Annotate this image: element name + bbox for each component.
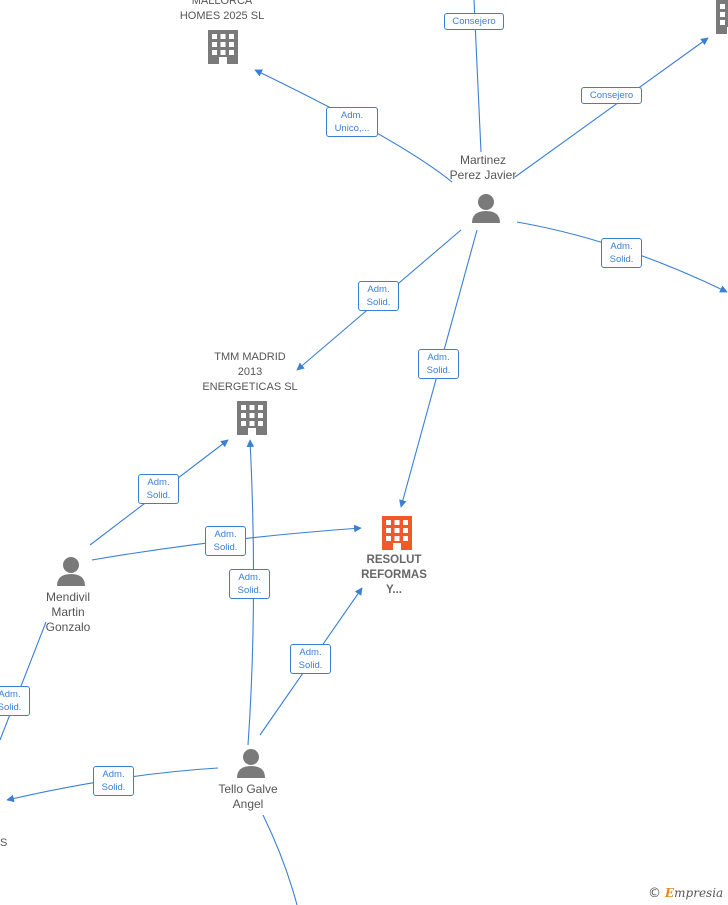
edge-martinez-top-right [514, 37, 709, 178]
edge-label-adm-solid-martinez-tmm[interactable]: Adm. Solid. [358, 281, 399, 311]
building-icon[interactable] [382, 516, 412, 550]
edge-mendivil-left [0, 621, 47, 741]
edge-label-adm-solid-tello-resolut[interactable]: Adm. Solid. [290, 644, 331, 674]
edge-tello-bottom [262, 814, 298, 905]
person-icon[interactable] [472, 194, 500, 223]
empresia-logo-text: mpresia [674, 886, 724, 900]
building-icon[interactable] [716, 0, 728, 34]
building-icon[interactable] [208, 30, 238, 64]
node-tello-label[interactable]: Tello Galve Angel [218, 782, 278, 811]
edge-label-consejero-right[interactable]: Consejero [581, 87, 642, 104]
copyright-icon: © [648, 885, 661, 901]
person-icon[interactable] [237, 749, 265, 778]
node-tmm-label[interactable]: TMM MADRID 2013 ENERGETICAS SL [202, 351, 298, 393]
node-partial-left-label[interactable]: S [0, 837, 8, 849]
node-mallorca-label[interactable]: MALLORCA HOMES 2025 SL [179, 0, 265, 22]
edge-label-adm-solid-tello-tmm[interactable]: Adm. Solid. [229, 569, 270, 599]
person-icon[interactable] [57, 557, 85, 586]
empresia-watermark: © E mpresia [648, 881, 728, 905]
edge-label-consejero-top[interactable]: Consejero [444, 13, 504, 30]
building-icon[interactable] [237, 401, 267, 435]
empresia-logo-e: E [665, 886, 675, 900]
edge-label-adm-solid-mendivil-resolut[interactable]: Adm. Solid. [205, 526, 246, 556]
edge-label-adm-unico[interactable]: Adm. Unico,... [326, 107, 378, 137]
edge-label-adm-solid-martinez-resolut[interactable]: Adm. Solid. [418, 349, 459, 379]
edge-label-adm-solid-tello-left[interactable]: Adm. Solid. [93, 766, 134, 796]
edge-label-adm-solid-mendivil-left[interactable]: Adm. Solid. [0, 686, 30, 716]
node-mendivil-label[interactable]: Mendivil Martin Gonzalo [45, 590, 91, 634]
edge-label-adm-solid-mendivil-tmm[interactable]: Adm. Solid. [138, 474, 179, 504]
node-resolut-label[interactable]: RESOLUT REFORMAS Y... [361, 554, 427, 596]
edge-label-adm-solid-right[interactable]: Adm. Solid. [601, 238, 642, 268]
node-martinez-label[interactable]: Martinez Perez Javier [449, 153, 517, 182]
